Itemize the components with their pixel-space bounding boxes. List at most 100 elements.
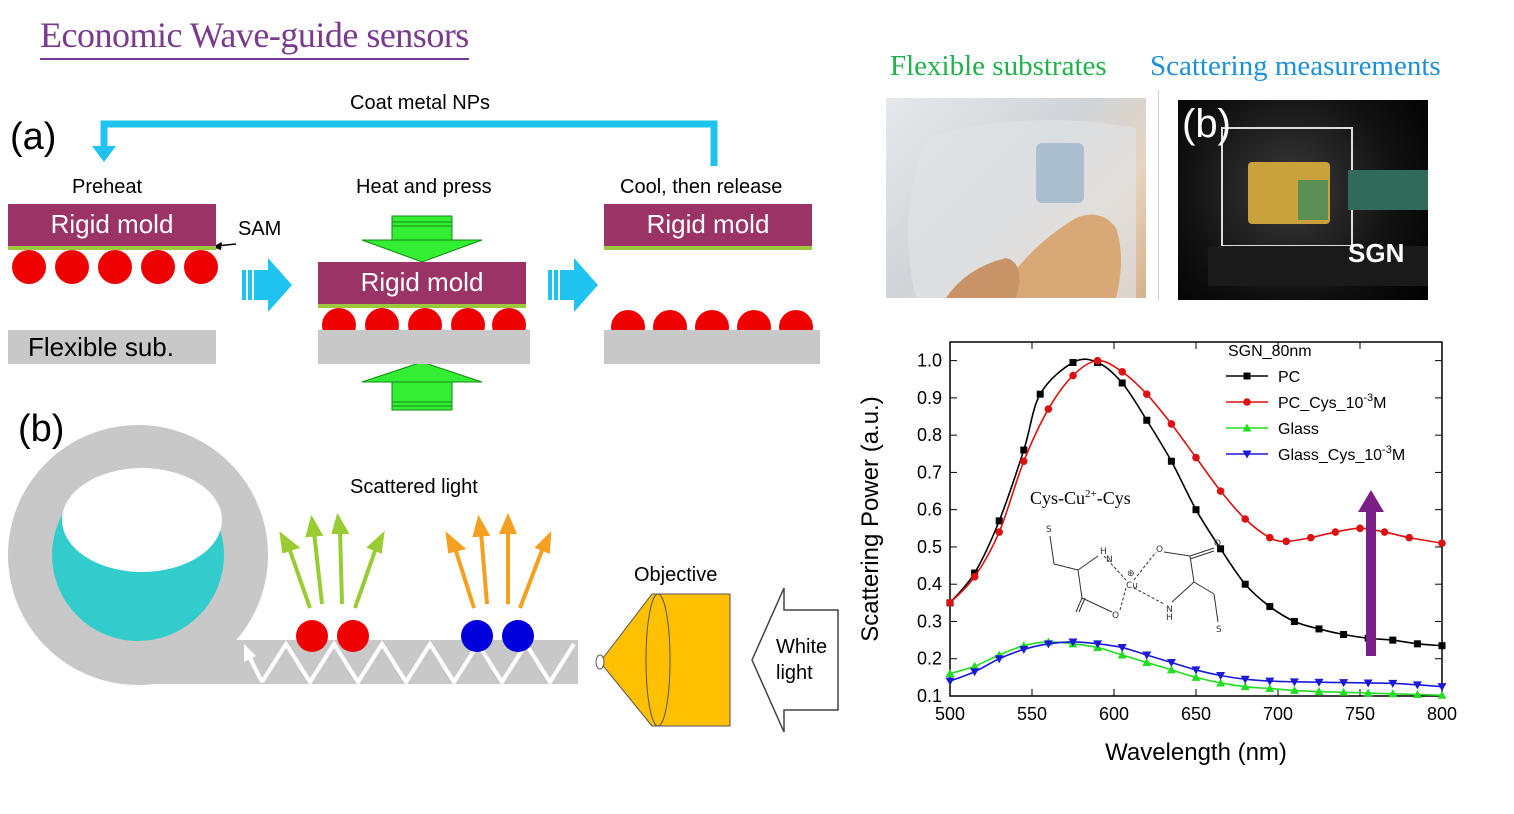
data-point-series-1 <box>1405 533 1413 542</box>
step-cool-release-label: Cool, then release <box>620 176 783 198</box>
blue-nanoparticle <box>502 620 534 652</box>
data-point-series-3 <box>1388 679 1398 688</box>
rigid-mold-step1: Rigid mold <box>8 204 216 250</box>
data-point-series-0 <box>1241 580 1249 588</box>
data-point-series-0 <box>1118 379 1126 387</box>
atom-o1: O <box>1156 545 1163 555</box>
data-point-series-1 <box>1044 405 1053 413</box>
fiber-hollow <box>62 468 222 572</box>
flexible-substrate-step1: Flexible sub. <box>8 330 216 364</box>
sgn-label: SGN <box>1348 238 1405 268</box>
data-point-series-0 <box>1290 617 1298 625</box>
y-tick-label: 0.1 <box>917 686 942 706</box>
data-point-series-1 <box>1216 487 1225 495</box>
sam-label: SAM <box>238 218 282 240</box>
red-nanoparticle <box>296 620 328 652</box>
data-point-series-0 <box>1340 631 1348 639</box>
flexible-substrates-heading: Flexible substrates <box>890 50 1107 82</box>
atom-n1: N <box>1106 555 1113 565</box>
step-preheat-label: Preheat <box>72 176 143 198</box>
data-point-series-3 <box>1093 640 1103 649</box>
photo-b-label: (b) <box>1182 102 1231 146</box>
flexible-substrate-step2 <box>318 330 530 364</box>
white-light-label-line2: light <box>776 662 813 684</box>
y-tick-label: 0.9 <box>917 388 942 408</box>
data-point-series-0 <box>1217 545 1225 553</box>
press-up-arrow <box>361 361 483 411</box>
legend-label-2: Glass <box>1278 421 1319 438</box>
panel-a-label: (a) <box>10 116 57 158</box>
data-point-series-3 <box>1240 675 1250 684</box>
green-scatter-arrows <box>279 512 385 609</box>
data-point-series-2 <box>1240 682 1250 691</box>
flexible-substrate-step3 <box>604 330 820 364</box>
data-point-series-3 <box>1314 678 1324 687</box>
data-point-series-2 <box>1388 689 1398 698</box>
data-point-series-3 <box>1019 645 1029 654</box>
data-point-series-3 <box>1068 638 1078 647</box>
step-arrow-1 <box>242 258 292 312</box>
data-point-series-2 <box>1412 690 1422 699</box>
data-point-series-1 <box>1020 457 1028 466</box>
data-point-series-3 <box>1437 683 1447 692</box>
data-point-series-3 <box>994 655 1004 664</box>
legend-label-0: PC <box>1278 369 1300 386</box>
data-point-series-2 <box>1289 685 1299 694</box>
data-point-series-3 <box>1142 651 1152 660</box>
data-point-series-2 <box>1363 688 1373 697</box>
legend-marker-0 <box>1243 372 1251 380</box>
data-point-series-0 <box>1167 457 1175 465</box>
nanoparticle <box>98 250 132 284</box>
x-tick-label: 550 <box>1017 704 1047 724</box>
data-point-series-3 <box>970 668 980 677</box>
data-point-series-3 <box>1043 640 1053 649</box>
data-point-series-1 <box>995 528 1003 536</box>
data-point-series-3 <box>1216 672 1226 681</box>
legend-marker-1 <box>1243 398 1251 406</box>
sgn-device-illustration <box>1208 127 1428 286</box>
data-point-series-1 <box>1438 539 1446 548</box>
data-point-series-3 <box>1117 644 1127 653</box>
atom-n2: N <box>1166 605 1173 615</box>
x-tick-label: 700 <box>1263 704 1293 724</box>
data-point-series-0 <box>1389 636 1397 644</box>
data-point-series-0 <box>1315 625 1323 633</box>
legend-marker-3 <box>1242 450 1252 459</box>
y-tick-label: 0.6 <box>917 500 942 520</box>
molecule-label-tail: -Cys <box>1096 488 1131 508</box>
data-point-series-1 <box>1069 371 1077 380</box>
data-point-series-1 <box>1282 537 1290 546</box>
data-point-series-0 <box>1438 642 1446 650</box>
sgn-device-photo: (b) SGN <box>1178 100 1428 300</box>
sam-pointer-head <box>212 242 222 250</box>
data-point-series-0 <box>1192 506 1200 514</box>
molecule-label-sup: 2+ <box>1085 488 1097 500</box>
data-point-series-2 <box>1216 678 1226 687</box>
data-point-series-2 <box>1314 687 1324 696</box>
data-point-series-3 <box>1191 666 1201 675</box>
data-point-series-0 <box>1036 390 1044 398</box>
panel-b-label: (b) <box>18 408 65 450</box>
legend-marker-2 <box>1242 423 1252 432</box>
y-tick-label: 0.7 <box>917 462 942 482</box>
data-point-series-3 <box>1166 658 1176 667</box>
data-point-series-1 <box>946 599 954 607</box>
flexible-substrate-label: Flexible sub. <box>28 332 174 362</box>
atom-s1: S <box>1046 525 1052 535</box>
data-point-series-2 <box>1339 687 1349 696</box>
rigid-mold-step2: Rigid mold <box>318 262 526 308</box>
data-point-series-1 <box>1118 368 1126 376</box>
data-point-series-1 <box>1241 515 1249 523</box>
cycle-label: Coat metal NPs <box>350 92 491 114</box>
data-point-series-0 <box>1069 358 1077 366</box>
atom-h2: H <box>1166 613 1173 623</box>
cys-cu-cys-structure: S H N O O ⊕ Cu O N H S <box>1046 525 1222 635</box>
y-tick-label: 0.4 <box>917 574 942 594</box>
y-tick-label: 0.2 <box>917 649 942 669</box>
atom-o2: O <box>1214 539 1221 549</box>
blue-nanoparticle <box>461 620 493 652</box>
flexible-substrate-photo <box>886 98 1146 298</box>
data-point-series-3 <box>1412 681 1422 690</box>
molecule-label: Cys-Cu2+-Cys <box>1030 488 1131 509</box>
nanoparticle <box>12 250 46 284</box>
